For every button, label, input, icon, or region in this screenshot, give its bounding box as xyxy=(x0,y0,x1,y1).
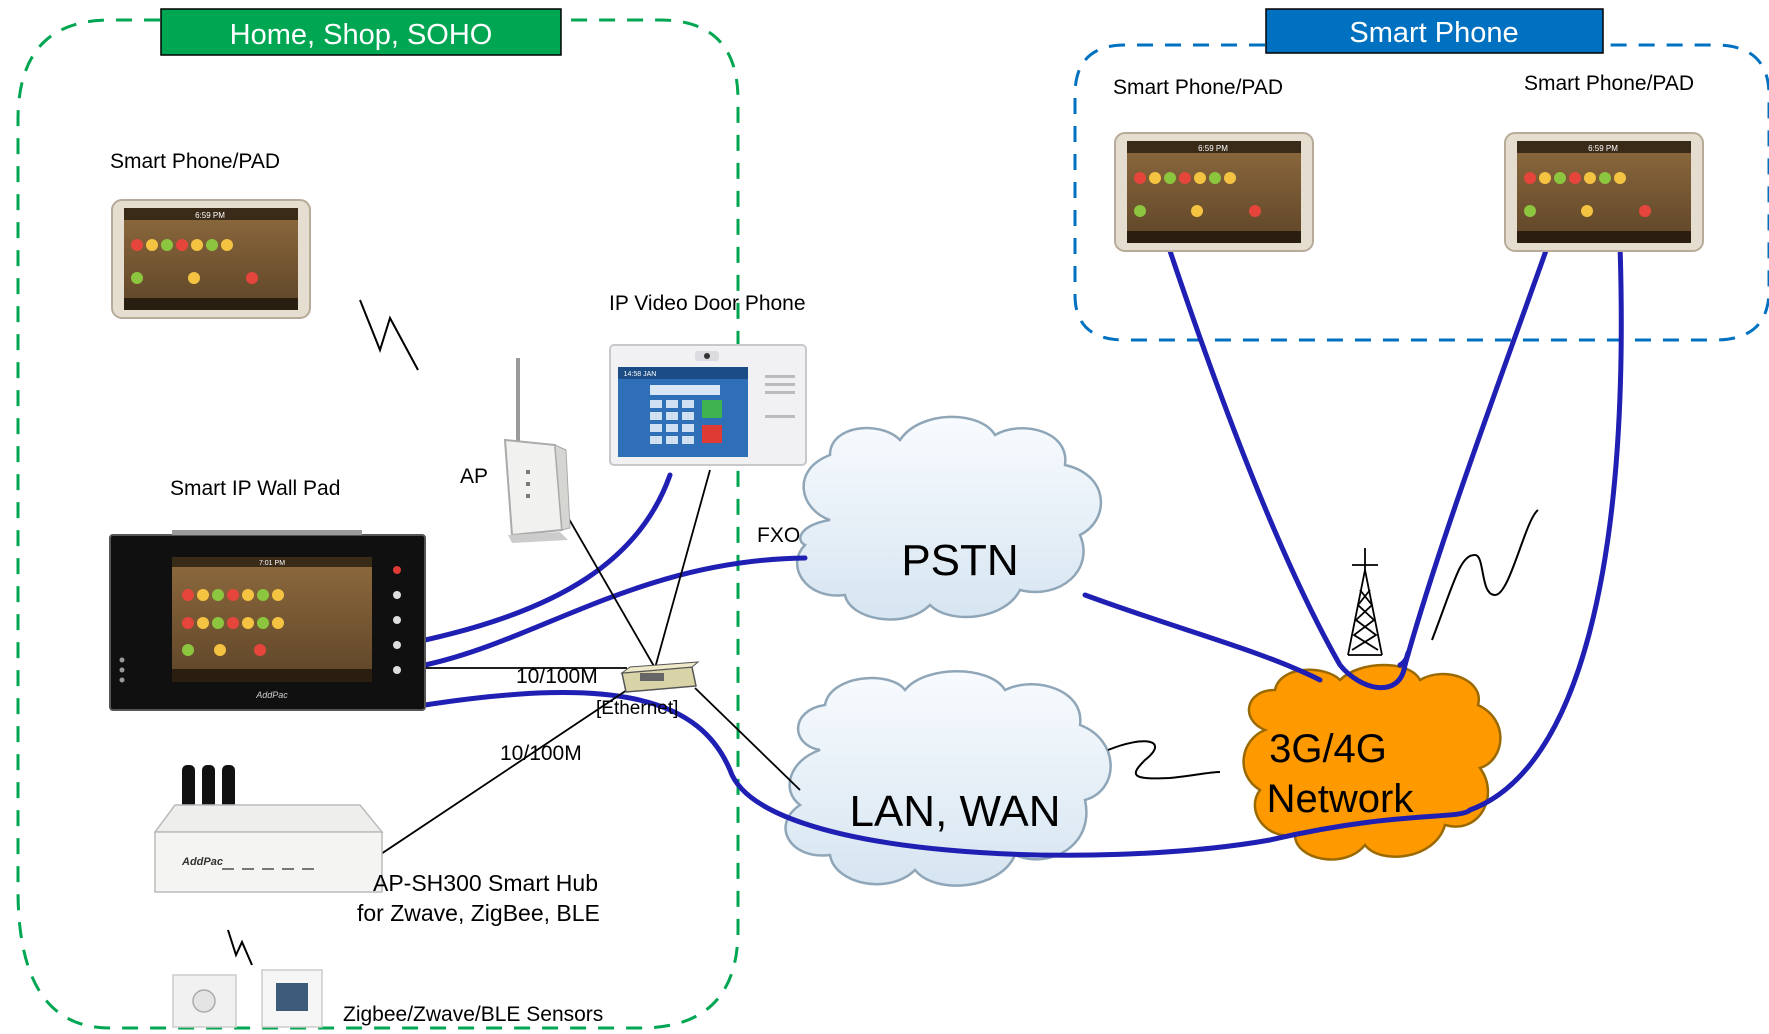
blue-links xyxy=(422,242,1624,858)
home-zone: Home, Shop, SOHO xyxy=(16,8,740,1030)
wireless-signals xyxy=(227,299,1539,966)
lan-wan-cloud: LAN, WAN xyxy=(784,670,1112,887)
hub-to-switch-line xyxy=(371,687,631,861)
sensor-devices xyxy=(172,969,323,1028)
speed-label-1: 10/100M xyxy=(516,665,598,688)
remote-phone2-to-mobile-link xyxy=(1402,242,1551,668)
home-phone-label: Smart Phone/PAD xyxy=(110,150,280,173)
ethernet-switch xyxy=(620,661,700,693)
home-zone-title: Home, Shop, SOHO xyxy=(230,19,493,51)
wall-pad-clock: 7:01 PM xyxy=(259,560,285,567)
remote-zone-border xyxy=(1073,43,1769,342)
remote-tablet-1-clock: 6:59 PM xyxy=(1198,144,1228,153)
wallpad-to-mobile-link xyxy=(422,690,1473,858)
pstn-label: PSTN xyxy=(901,536,1018,585)
sensors-label: Zigbee/Zwave/BLE Sensors xyxy=(343,1003,603,1026)
lan-wan-label: LAN, WAN xyxy=(849,787,1060,836)
wall-pad-device: 7:01 PM AddPac xyxy=(109,530,426,711)
remote-tablet-2-clock: 6:59 PM xyxy=(1588,144,1618,153)
cell-tower-icon xyxy=(1347,548,1383,656)
home-phone-wireless-icon xyxy=(359,299,419,371)
mobile-network-line1: 3G/4G xyxy=(1269,727,1387,771)
wallpad-to-doorphone-link xyxy=(422,472,673,643)
pstn-cloud: PSTN xyxy=(795,415,1103,621)
ethernet-links xyxy=(371,469,801,861)
door-phone-clock: 14:58 JAN xyxy=(624,371,657,378)
pstn-to-mobile-link xyxy=(1082,592,1323,683)
hub-label-line1: AP-SH300 Smart Hub xyxy=(373,870,598,896)
hub-label-line2: for Zwave, ZigBee, BLE xyxy=(357,900,600,926)
ap-device xyxy=(503,358,571,543)
door-phone-device: 14:58 JAN xyxy=(609,344,807,466)
speed-label-2: 10/100M xyxy=(500,742,582,765)
home-tablet-clock: 6:59 PM xyxy=(195,211,225,220)
mobile-wireless-icon xyxy=(1431,509,1539,641)
wall-pad-label: Smart IP Wall Pad xyxy=(170,477,340,500)
ethernet-label: [Ethernet] xyxy=(596,698,678,719)
ap-to-switch-line xyxy=(557,499,656,669)
remote-zone-title: Smart Phone xyxy=(1349,17,1518,49)
fxo-label: FXO xyxy=(757,524,800,547)
sensor-wireless-icon xyxy=(227,929,253,966)
ap-label: AP xyxy=(460,465,488,488)
smart-hub-device: AddPac xyxy=(153,765,384,893)
remote-phone-1-label: Smart Phone/PAD xyxy=(1113,76,1283,99)
doorphone-to-switch-line xyxy=(654,469,711,669)
wallpad-to-pstn-link xyxy=(422,555,808,668)
lan-mobile-wireless-icon xyxy=(1107,740,1221,780)
mobile-network-line2: Network xyxy=(1267,777,1415,821)
remote-phone2-to-lan-link xyxy=(1467,242,1624,813)
door-phone-label: IP Video Door Phone xyxy=(609,292,806,315)
hub-brand: AddPac xyxy=(181,856,223,868)
wall-pad-brand: AddPac xyxy=(255,690,288,700)
remote-phone-2-label: Smart Phone/PAD xyxy=(1524,72,1694,95)
remote-tablet-1: 6:59 PM xyxy=(1114,132,1314,252)
mobile-network-cloud: 3G/4G Network xyxy=(1242,663,1502,861)
remote-zone-title-box xyxy=(1265,8,1604,54)
home-zone-border xyxy=(16,18,740,1030)
switch-to-lan-line xyxy=(694,687,801,791)
home-zone-title-box xyxy=(160,8,562,56)
remote-tablet-2: 6:59 PM xyxy=(1504,132,1704,252)
home-tablet: 6:59 PM xyxy=(111,199,311,319)
remote-zone: Smart Phone xyxy=(1073,8,1769,342)
